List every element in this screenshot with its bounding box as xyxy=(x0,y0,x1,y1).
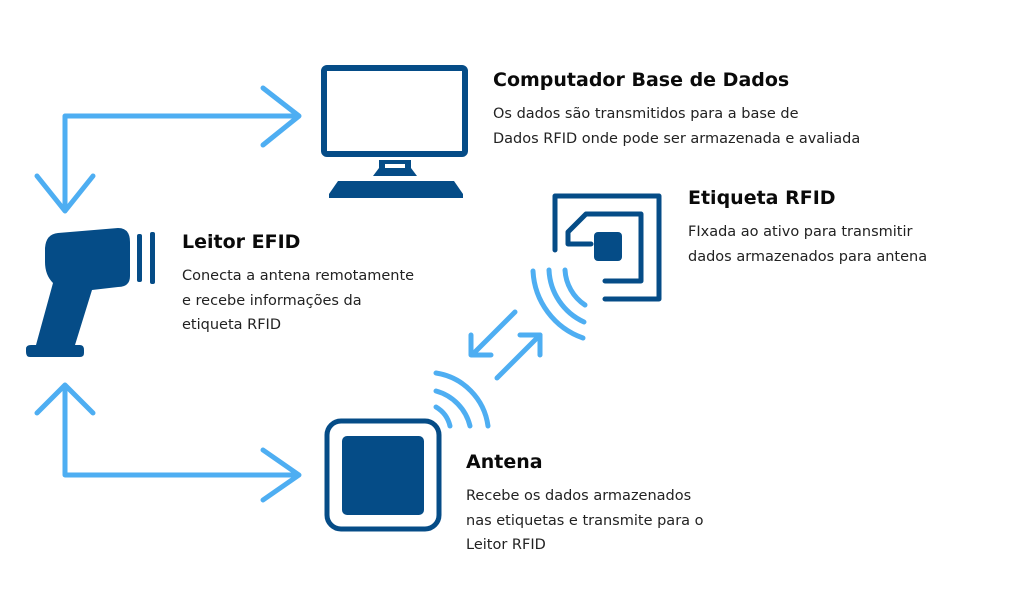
reader-text-line: etiqueta RFID xyxy=(182,317,281,333)
antenna-text-line: nas etiquetas e transmite para o xyxy=(466,512,704,529)
antenna-signal-waves-icon xyxy=(433,370,491,429)
reader-text-line: e recebe informações da xyxy=(182,292,362,309)
antenna-text-line: Recebe os dados armazenados xyxy=(466,488,692,504)
antenna-text-line: Leitor RFID xyxy=(466,537,546,553)
computer-monitor-icon xyxy=(321,65,468,198)
reader-computer-arrow xyxy=(34,85,302,214)
tag-text-line: dados armazenados para antena xyxy=(688,248,928,265)
computer-description: Computador Base de Dados Os dados são tr… xyxy=(493,68,860,151)
computer-text-line: Dados RFID onde pode ser armazenada e av… xyxy=(493,130,861,147)
computer-text-line: Os dados são transmitidos para a base de xyxy=(493,106,799,122)
reader-title: Leitor EFID xyxy=(182,231,301,253)
rfid-tag-icon xyxy=(552,193,662,302)
tag-description: Etiqueta RFID FIxada ao ativo para trans… xyxy=(688,186,927,269)
reader-description: Leitor EFID Conecta a antena remotamente… xyxy=(182,230,414,338)
antenna-icon xyxy=(324,418,442,532)
tag-title: Etiqueta RFID xyxy=(688,187,836,209)
tag-signal-waves-icon xyxy=(530,267,588,341)
tag-antenna-double-arrow xyxy=(468,309,543,381)
rfid-reader-scanner-icon xyxy=(26,228,155,357)
reader-text-line: Conecta a antena remotamente xyxy=(182,268,415,284)
antenna-title: Antena xyxy=(466,451,543,473)
computer-title: Computador Base de Dados xyxy=(493,69,790,91)
tag-text-line: FIxada ao ativo para transmitir xyxy=(688,224,913,240)
antenna-description: Antena Recebe os dados armazenados nas e… xyxy=(466,450,704,558)
reader-antenna-arrow xyxy=(34,382,302,503)
